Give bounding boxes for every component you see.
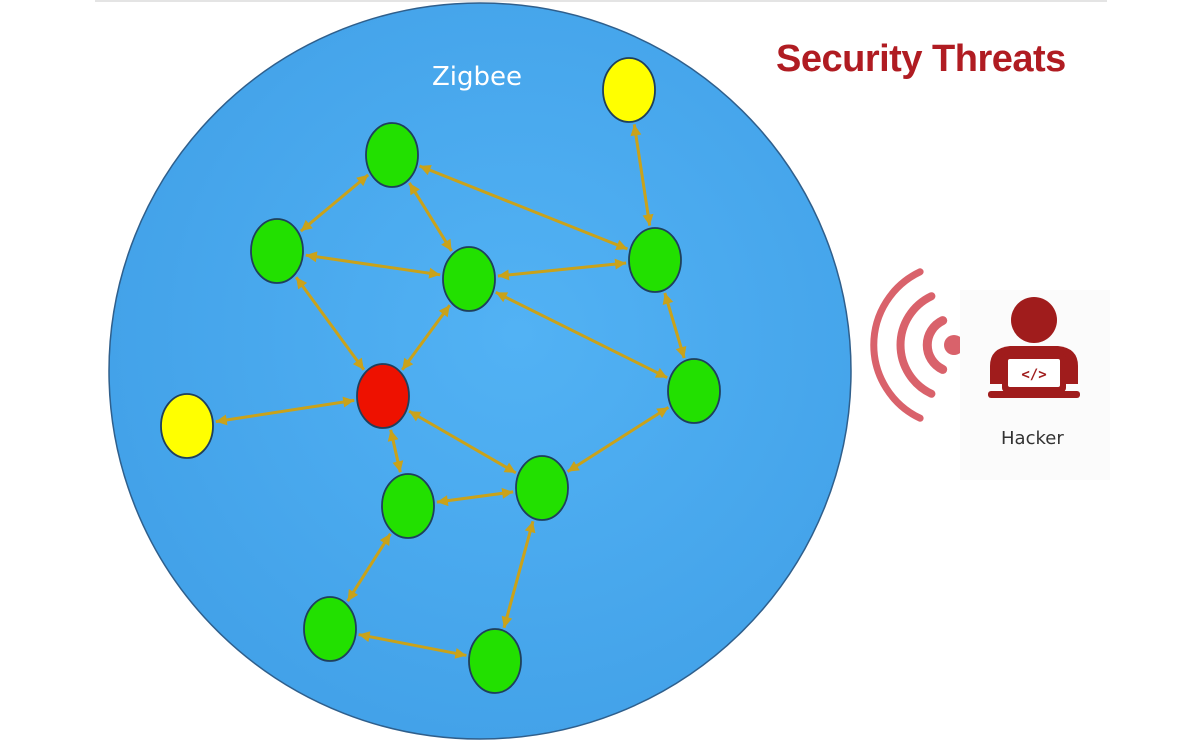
link-n12-n10	[501, 520, 536, 629]
link-n4-n6	[495, 290, 668, 380]
top-divider	[95, 0, 1107, 2]
nodes-layer	[160, 57, 721, 694]
node-router-n9	[381, 473, 435, 539]
link-n7-n8	[215, 396, 355, 426]
wireless-signal-icon	[870, 268, 964, 422]
link-n1-n5	[630, 124, 654, 226]
node-router-n11	[303, 596, 357, 662]
node-router-n2	[365, 122, 419, 188]
link-n4-n7	[401, 304, 451, 371]
link-n2-n5	[418, 164, 629, 251]
link-n9-n11	[346, 532, 392, 603]
link-n7-n9	[387, 429, 404, 473]
link-n2-n3	[299, 173, 370, 233]
link-n6-n10	[566, 406, 670, 473]
link-n7-n10	[408, 409, 517, 475]
node-end-device-n8	[160, 393, 214, 459]
link-n4-n5	[497, 258, 627, 281]
link-n3-n4	[305, 251, 441, 279]
svg-text:</>: </>	[1021, 367, 1046, 383]
node-end-device-n1	[602, 57, 656, 123]
links-layer	[215, 124, 687, 659]
node-router-n6	[667, 358, 721, 424]
node-compromised-n7	[356, 363, 410, 429]
node-router-n5	[628, 227, 682, 293]
node-router-n10	[515, 455, 569, 521]
network-label: Zigbee	[432, 62, 523, 92]
link-n9-n10	[436, 487, 514, 507]
node-router-n12	[468, 628, 522, 694]
node-router-n4	[442, 246, 496, 312]
link-n11-n12	[358, 631, 467, 659]
hacker-label: Hacker	[1001, 428, 1064, 449]
slide-title: Security Threats	[776, 38, 1066, 80]
network-coverage-area	[108, 2, 852, 740]
link-n2-n4	[408, 182, 453, 252]
node-router-n3	[250, 218, 304, 284]
hacker-laptop-icon: </>	[988, 297, 1080, 398]
link-n3-n7	[294, 276, 366, 371]
link-n5-n6	[662, 292, 687, 359]
